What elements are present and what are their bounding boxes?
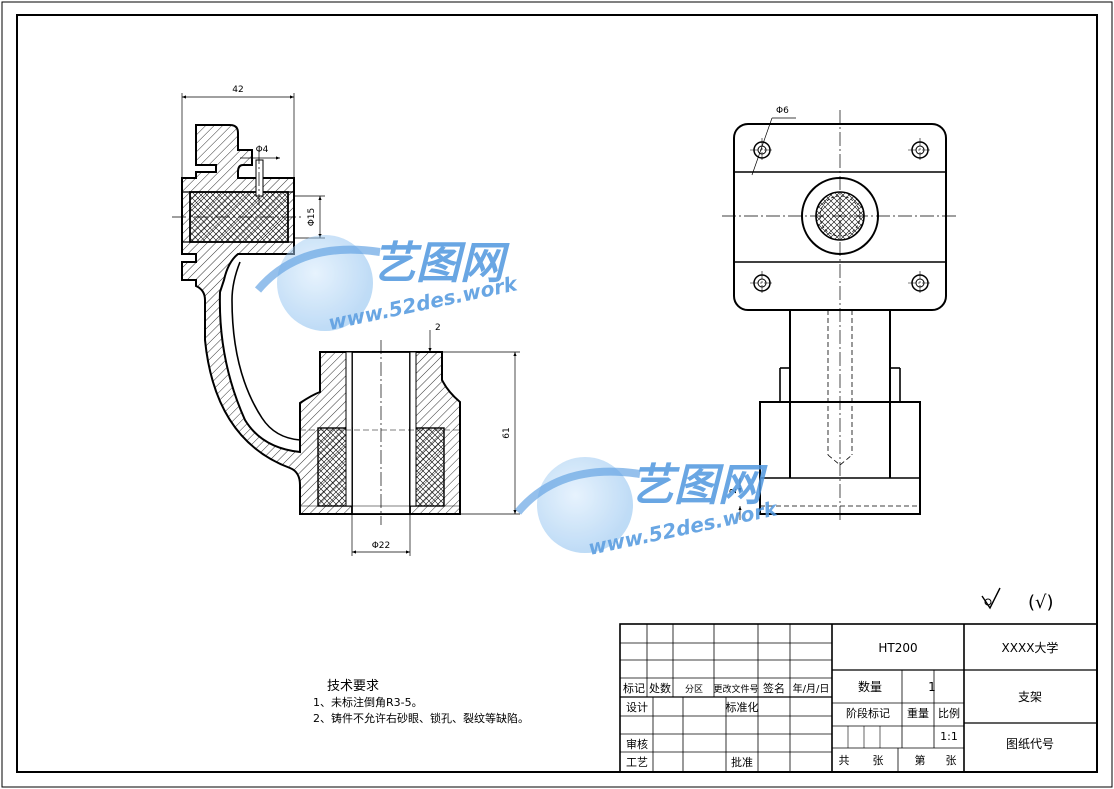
- watermark-lower: 艺图网 www.52des.work: [514, 457, 781, 560]
- tech-item-1: 1、未标注倒角R3-5。: [313, 695, 423, 709]
- tb-rev-sign: 签名: [763, 681, 785, 695]
- title-block: [619, 623, 1098, 773]
- dim-wall-2-side: 2: [729, 488, 739, 494]
- tb-scale-value: 1:1: [940, 730, 958, 743]
- tb-drawing-no: 图纸代号: [1006, 737, 1054, 751]
- tb-qty-label: 数量: [858, 679, 882, 694]
- tb-sheet-unit-1: 张: [873, 754, 884, 767]
- tb-review: 审核: [626, 737, 648, 751]
- tb-rev-doc: 更改文件号: [713, 683, 758, 695]
- tb-rev-zone: 分区: [685, 684, 703, 695]
- tb-qty-value: 1: [928, 680, 936, 694]
- watermark-name: 艺图网: [630, 460, 768, 511]
- tech-title: 技术要求: [327, 679, 379, 694]
- inner-border: [16, 14, 1098, 773]
- tb-rev-mark: 标记: [623, 681, 645, 695]
- dim-height-61: 61: [502, 427, 512, 438]
- dim-wall-2-top: 2: [435, 323, 441, 333]
- tb-sheet-unit-2: 张: [946, 754, 957, 767]
- front-section-view: [172, 124, 461, 525]
- tech-requirements: 技术要求 1、未标注倒角R3-5。 2、铸件不允许右砂眼、锁孔、裂纹等缺陷。: [313, 679, 529, 725]
- roughness-symbol: (√): [981, 587, 1054, 613]
- side-dimensions: Φ6 2: [729, 106, 796, 520]
- tb-approve: 批准: [731, 755, 753, 769]
- dim-dia-4: Φ4: [256, 145, 269, 155]
- tb-school: XXXX大学: [1002, 640, 1059, 655]
- dim-dia-15: Φ15: [307, 208, 317, 227]
- roughness-check: (√): [1028, 592, 1054, 613]
- tb-rev-date: 年/月/日: [793, 682, 830, 695]
- title-block-text: HT200 XXXX大学 支架 图纸代号 数量 1 阶段标记 重量 比例 1:1…: [623, 640, 1058, 769]
- oil-hole: [255, 159, 264, 197]
- tb-material: HT200: [878, 641, 917, 655]
- front-dimensions: 42 Φ4 Φ15 2 61 Φ22: [181, 85, 520, 556]
- watermark-name: 艺图网: [372, 238, 510, 289]
- tb-weight-label: 重量: [907, 706, 929, 720]
- roughness-icon: [981, 587, 1001, 610]
- tb-standard: 标准化: [726, 700, 759, 714]
- side-view: [722, 110, 958, 520]
- tech-item-2: 2、铸件不允许右砂眼、锁孔、裂纹等缺陷。: [313, 711, 529, 725]
- dim-width-42: 42: [232, 85, 243, 95]
- tb-page-label: 第: [915, 753, 926, 767]
- dim-dia-6: Φ6: [776, 106, 789, 116]
- tb-process: 工艺: [626, 756, 648, 769]
- base-boss: [759, 401, 921, 515]
- inner-channel: [231, 261, 301, 441]
- dim-dia-22: Φ22: [372, 541, 391, 551]
- tb-rev-count: 处数: [649, 682, 671, 695]
- watermark-upper: 艺图网 www.52des.work: [254, 235, 521, 335]
- tb-scale-label: 比例: [938, 706, 960, 720]
- tb-stage-label: 阶段标记: [846, 706, 890, 720]
- tb-design: 设计: [626, 701, 648, 714]
- tb-part-name: 支架: [1018, 690, 1042, 704]
- tb-total-label: 共: [839, 754, 850, 767]
